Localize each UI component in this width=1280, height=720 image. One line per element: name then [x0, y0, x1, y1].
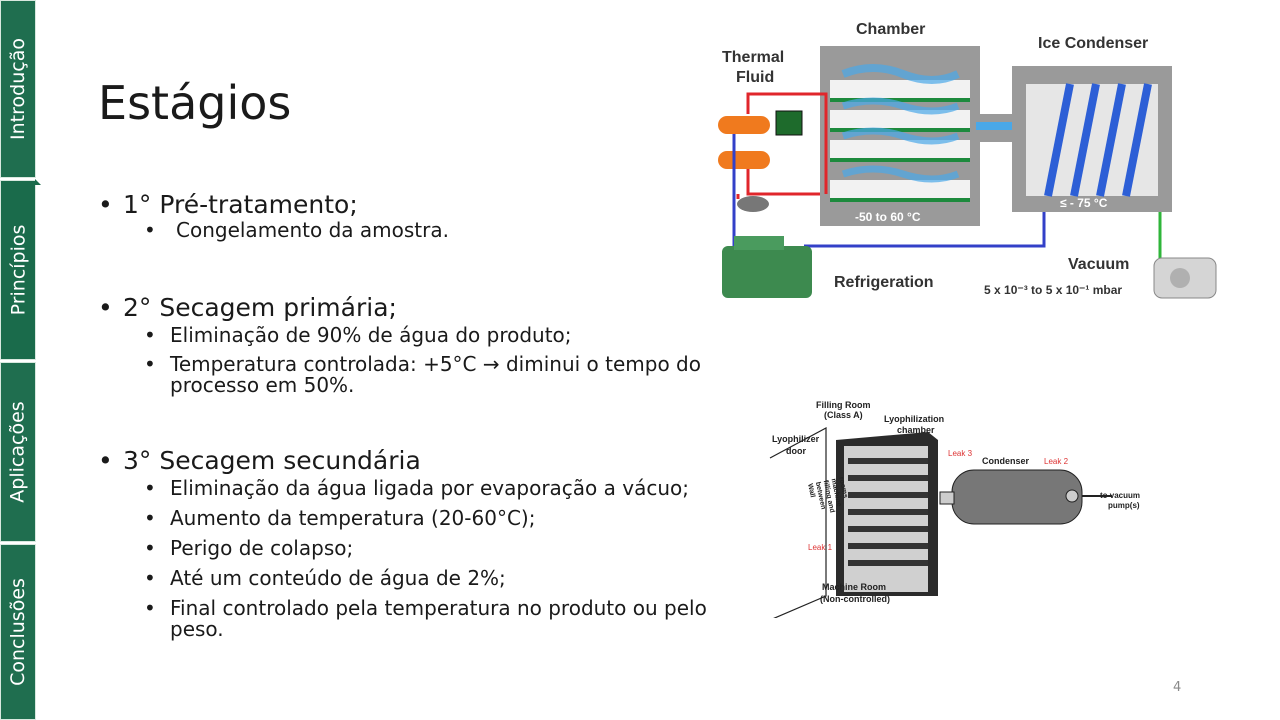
vacuum-pump-icon [1153, 257, 1217, 299]
tab-label: Introdução [7, 38, 29, 140]
stage-item: Eliminação da água ligada por evaporação… [98, 478, 758, 500]
vacuum-range: 5 x 10⁻³ to 5 x 10⁻¹ mbar [984, 283, 1122, 297]
filling-room-label: (Class A) [824, 410, 863, 420]
condenser-coils [1044, 83, 1152, 197]
compressor-icon [722, 236, 812, 298]
pump-valve-icon [1065, 489, 1079, 503]
leak-diagram: Filling Room (Class A) Lyophilization ch… [769, 400, 1140, 618]
refrigeration-label: Refrigeration [834, 274, 934, 291]
section-sidebar: Introdução Princípios Aplicações Conclus… [0, 0, 41, 720]
stage-item: Temperatura controlada: +5°C → diminui o… [98, 354, 758, 396]
vacuum-pump-label: pump(s) [1108, 501, 1140, 510]
tab-label: Conclusões [7, 578, 29, 686]
chamber-door [844, 446, 928, 592]
stage-heading: 3° Secagem secundária [98, 446, 758, 476]
valve-icon [939, 491, 955, 505]
tab-introducao[interactable]: Introdução [0, 0, 36, 178]
tab-label: Princípios [7, 224, 29, 316]
stage-item: Até um conteúdo de água de 2%; [98, 568, 758, 590]
stage-item: Congelamento da amostra. [98, 220, 758, 242]
page-number: 4 [1173, 680, 1182, 695]
filling-room-label: Filling Room [816, 400, 871, 410]
lyo-door-label: Lyophilizer [772, 434, 820, 444]
svg-text:rooms: rooms [837, 476, 848, 498]
tab-label: Aplicações [7, 401, 29, 503]
machine-room-label: (Non-controlled) [820, 594, 890, 604]
leak-1-label: Leak 1 [808, 543, 833, 552]
chamber-label: Chamber [856, 21, 925, 38]
stage-heading: 2° Secagem primária; [98, 293, 758, 323]
stages-list: 1° Pré-tratamento; Congelamento da amost… [98, 190, 758, 640]
stage-item: Aumento da temperatura (20-60°C); [98, 508, 758, 530]
stage-heading: 1° Pré-tratamento; [98, 190, 758, 220]
control-unit-icon [775, 110, 803, 136]
tab-aplicacoes[interactable]: Aplicações [0, 362, 36, 542]
tab-principios[interactable]: Princípios [0, 179, 41, 360]
leak-2-label: Leak 2 [1044, 457, 1069, 466]
thermal-fluid-label: Fluid [736, 69, 774, 86]
refrigeration-pipes [732, 134, 1046, 248]
vacuum-label: Vacuum [1068, 256, 1129, 273]
condenser-temp: ≤ - 75 °C [1060, 196, 1108, 210]
wall-text: Wall between filling and machine rooms [806, 476, 849, 513]
chamber-shelves [848, 458, 928, 566]
svg-text:Wall: Wall [806, 483, 816, 498]
thermal-pipes [736, 92, 828, 199]
machine-room-label: Machine Room [822, 582, 886, 592]
wall-panel [769, 426, 827, 618]
pump-icon [737, 196, 769, 212]
ice-condenser-label: Ice Condenser [1038, 35, 1148, 52]
lyo-chamber-label: chamber [897, 425, 935, 435]
condenser-body [951, 469, 1083, 525]
thermal-fluid-label: Thermal [722, 49, 784, 66]
heater-icon [718, 116, 770, 169]
slide-title: Estágios [98, 76, 292, 130]
lyo-chamber-label: Lyophilization [884, 414, 944, 424]
stage-item: Final controlado pela temperatura no pro… [98, 598, 758, 640]
lyo-door-label: door [786, 446, 806, 456]
leak-3-label: Leak 3 [948, 449, 973, 458]
stage-item: Perigo de colapso; [98, 538, 758, 560]
tab-conclusoes[interactable]: Conclusões [0, 544, 36, 720]
stage-item: Eliminação de 90% de água do produto; [98, 325, 758, 347]
freeze-dryer-diagram: Chamber -50 to 60 °C Ice Condenser ≤ - 7… [718, 21, 1217, 299]
vacuum-pump-label: to vacuum [1100, 491, 1140, 500]
chamber-temp: -50 to 60 °C [855, 210, 921, 224]
chamber-shelves [830, 64, 970, 202]
condenser-label: Condenser [982, 456, 1030, 466]
